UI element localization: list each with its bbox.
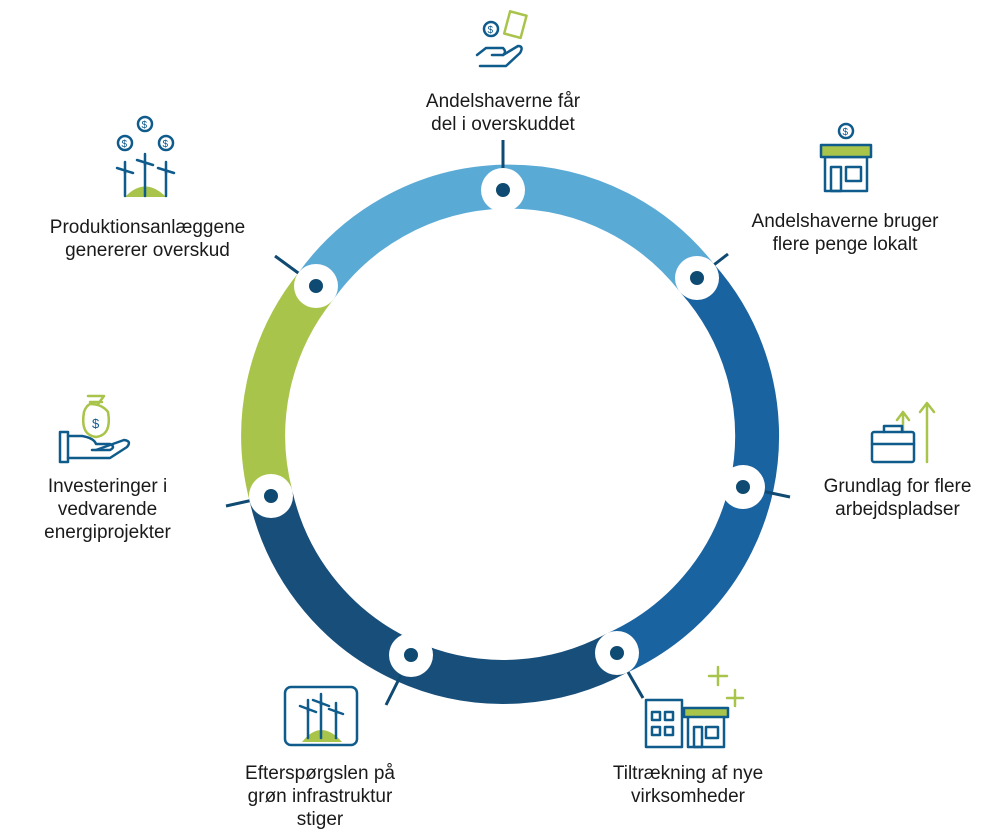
hand-coins-icon: $ xyxy=(475,10,528,68)
svg-text:$: $ xyxy=(122,139,128,150)
node-share-profit xyxy=(481,168,525,212)
windturbine-screen-icon xyxy=(283,685,359,747)
windturbines-coins-icon: $ $ $ xyxy=(115,115,176,198)
nodes xyxy=(249,168,765,677)
svg-text:$: $ xyxy=(92,416,100,431)
node-jobs xyxy=(721,465,765,509)
shop-icon: $ xyxy=(819,122,873,193)
svg-text:$: $ xyxy=(488,25,494,36)
step-label-invest: Investeringer i vedvarende energiprojekt… xyxy=(44,476,171,543)
step-label-share-profit: Andelshaverne får del i overskuddet xyxy=(425,91,581,135)
svg-text:$: $ xyxy=(843,127,849,138)
step-label-attract-business: Tiltrækning af nye virksomheder xyxy=(612,763,764,807)
briefcase-growth-icon xyxy=(870,401,936,464)
svg-text:$: $ xyxy=(142,120,148,131)
step-label-demand: Efterspørgslen på grøn infrastruktur sti… xyxy=(245,763,395,830)
ring-segment-mid-blue xyxy=(607,263,780,674)
step-label-surplus: Produktionsanlæggene genererer overskud xyxy=(49,217,246,261)
buildings-plus-icon xyxy=(644,665,745,749)
node-demand xyxy=(389,633,433,677)
node-spend-local xyxy=(675,256,719,300)
ring-segment-green xyxy=(241,272,334,502)
node-invest xyxy=(249,474,293,518)
connector-lines xyxy=(225,140,791,706)
ring-segment-dark-blue xyxy=(249,491,628,704)
node-attract-business xyxy=(595,631,639,675)
hand-moneybag-icon: $ xyxy=(58,394,131,464)
node-surplus xyxy=(294,264,338,308)
svg-text:$: $ xyxy=(163,139,169,150)
step-label-spend-local: Andelshaverne bruger flere penge lokalt xyxy=(751,211,939,255)
step-label-jobs: Grundlag for flere arbejdspladser xyxy=(823,476,972,520)
